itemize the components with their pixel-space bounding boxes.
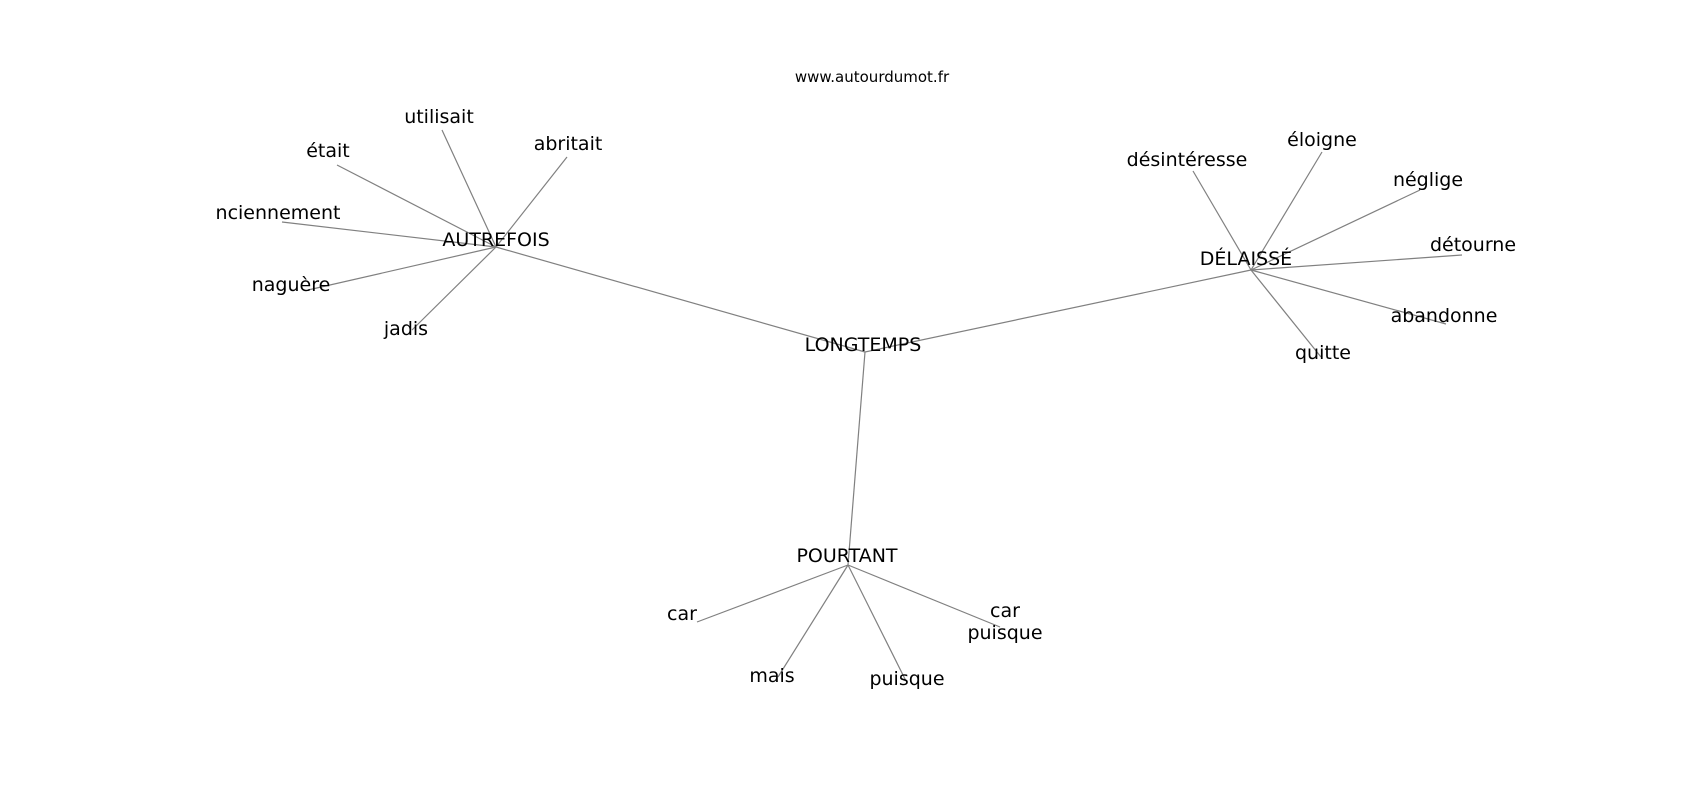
node-anciennement: nciennement	[216, 202, 341, 224]
node-detourne: détourne	[1430, 234, 1516, 256]
node-autrefois: AUTREFOIS	[442, 229, 549, 251]
graph-edges	[281, 129, 1463, 682]
node-car: car	[667, 603, 697, 625]
edge-pourtant-mais	[777, 564, 849, 678]
node-car-puisque-line2: puisque	[967, 622, 1042, 644]
node-mais: mais	[749, 665, 794, 687]
node-abandonne: abandonne	[1391, 305, 1498, 327]
node-jadis: jadis	[383, 318, 428, 340]
edge-delaisse-detourne	[1250, 254, 1463, 271]
edge-delaisse-neglige	[1250, 189, 1421, 271]
node-car-puisque-line1: car	[990, 600, 1020, 622]
node-abritait: abritait	[534, 133, 603, 155]
node-eloigne: éloigne	[1287, 129, 1357, 151]
node-longtemps: LONGTEMPS	[805, 334, 922, 356]
edge-center-delaisse	[864, 269, 1252, 353]
watermark-text: www.autourdumot.fr	[795, 68, 950, 86]
edge-pourtant-puisque	[847, 564, 907, 682]
edge-autrefois-etait	[336, 164, 497, 248]
edge-autrefois-jadis	[411, 246, 497, 331]
edge-pourtant-car_puisque	[847, 564, 1001, 628]
node-delaisse: DÉLAISSÉ	[1200, 247, 1292, 270]
edge-delaisse-abandonne	[1250, 269, 1447, 325]
edge-center-autrefois	[495, 246, 866, 353]
edge-pourtant-car	[696, 564, 849, 623]
edge-center-pourtant	[847, 351, 866, 566]
node-pourtant: POURTANT	[796, 545, 897, 567]
node-utilisait: utilisait	[404, 106, 474, 128]
edge-delaisse-eloigne	[1250, 151, 1323, 271]
edge-delaisse-desinteresse	[1192, 170, 1252, 271]
node-quitte: quitte	[1295, 342, 1351, 364]
node-desinteresse: désintéresse	[1127, 149, 1248, 171]
node-etait: était	[306, 140, 350, 162]
node-puisque: puisque	[869, 668, 944, 690]
node-naguere: naguère	[252, 274, 331, 296]
edge-autrefois-abritait	[495, 156, 568, 248]
edge-autrefois-naguere	[307, 246, 497, 291]
node-neglige: néglige	[1393, 169, 1463, 191]
edge-autrefois-utilisait	[441, 129, 497, 248]
edge-delaisse-quitte	[1250, 269, 1322, 358]
edge-autrefois-anciennement	[281, 221, 497, 248]
